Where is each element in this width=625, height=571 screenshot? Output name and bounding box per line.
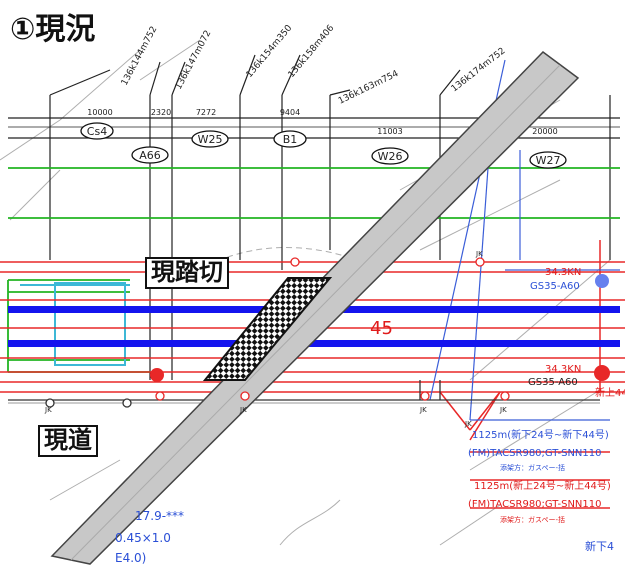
jk-label: JK [239,406,247,414]
span-dimension: 2320 [151,108,171,117]
span-dimension: 9404 [280,108,300,117]
red-pole-marker [150,368,164,382]
span-dimension: 11003 [377,127,402,136]
bridge-id-b1 [273,130,307,148]
red-pole-marker [594,365,610,381]
corner-label: 新下4 [585,539,614,553]
span-dimension: 10000 [87,108,112,117]
blue-pole-marker [595,274,609,288]
bridge-ellipses [80,122,567,169]
blue-note-line1: 1125m(新下24号~新下44号) [472,428,609,441]
span-dimension: 7272 [196,108,216,117]
jk-markers [45,398,132,408]
track-line-lower [8,340,620,347]
bridge-id-label: W25 [198,133,223,146]
upper-spec-label: GS35-A60 [530,281,580,292]
upper-load-label: 34.3KN [545,267,581,278]
red-note-line2: (FM)TACSR980;GT-SNN110 [468,499,602,510]
track-number: 45 [370,318,393,339]
bridge-id-w27 [529,151,567,169]
bridge-id-label: Cs4 [87,125,107,138]
red-note-line3: 添架方：ガスペー-括 [500,515,565,524]
bridge-id-label: B1 [283,133,298,146]
black-bottom-lines [8,380,600,404]
road-label: 現道 [38,425,98,457]
page-title: ①現況 [4,2,106,52]
road-centerline [70,64,561,561]
cyan-lines [20,282,130,366]
bridge-id-w26 [371,147,409,165]
crossing-label: 現踏切 [145,257,229,289]
lower-load-label: 34.3KN [545,364,581,375]
lower-spec-label: GS35-A60 [528,377,578,388]
blue-note-line2: (FM)TACSR980;GT-SNN110 [468,448,602,459]
dim-note: E4.0) [115,551,146,565]
jk-label: JK [499,406,507,414]
span-dimension: 20000 [532,127,557,136]
bridge-id-a66 [131,146,169,164]
station-label: 136k144m752 [120,25,160,88]
dim-note: 0.45×1.0 [115,531,171,545]
bridge-id-label: W27 [536,154,561,167]
red-lines [0,240,625,509]
station-label: 136k147m072 [174,29,214,92]
red-note-line1: 1125m(新上24号~新上44号) [474,479,611,492]
bridge-id-cs4 [80,122,114,140]
pole-markers [155,257,510,401]
jk-label: JK [464,420,472,428]
jk-label: JK [475,250,483,258]
station-label: 136k154m350 [245,23,295,80]
dim-note: 17.9-*** [135,509,184,523]
bridge-id-w25 [191,130,229,148]
crossing-area [202,277,333,381]
blue-note-line3: 添架方：ガスペー-括 [500,463,565,472]
station-label: 136k158m406 [287,23,337,80]
jk-label: JK [419,406,427,414]
pole-label: 新上44 [595,386,625,399]
jk-label: JK [44,406,52,414]
station-label: 136k163m754 [337,69,401,107]
bridge-id-label: A66 [139,149,161,162]
bridge-id-label: W26 [378,150,403,163]
